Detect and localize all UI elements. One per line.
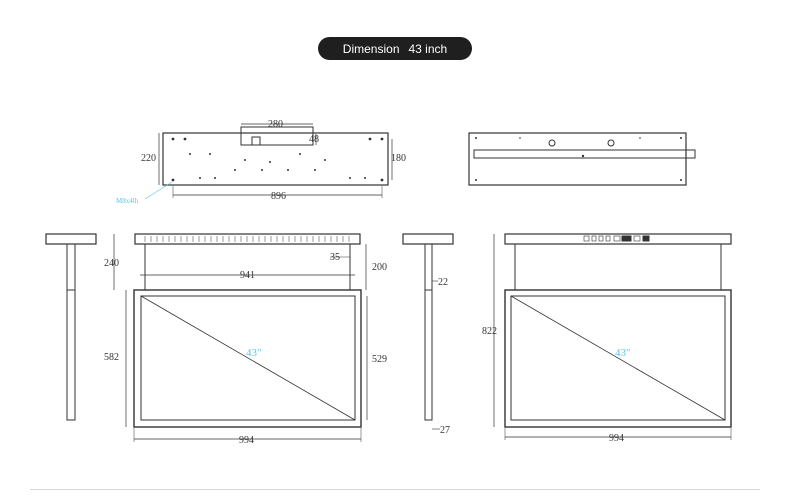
dim-180: 180: [391, 153, 406, 164]
top-view: 280 48 220 180 896 M8x4lh: [116, 119, 406, 205]
dim-529: 529: [372, 354, 387, 365]
rear-view: 43" 822 994: [482, 233, 732, 444]
front-view: 43" 240 582 35 200 941 529 994: [104, 233, 387, 446]
front-top-rail: [134, 233, 361, 245]
dim-994-rear: 994: [609, 433, 624, 444]
dimension-size: 43 inch: [408, 41, 448, 56]
right-side-upper-post: [424, 243, 433, 291]
dim-280: 280: [268, 119, 283, 130]
rear-screen-diagonal: [510, 295, 726, 421]
rear-screen-frame: [504, 289, 732, 428]
rear-top-rail: [504, 233, 732, 245]
rear-top-rail: [473, 149, 696, 159]
front-screen-diagonal: [140, 295, 356, 421]
rear-top-knob-right: [607, 139, 615, 147]
dim-220: 220: [141, 153, 156, 164]
front-screen-size: 43": [246, 347, 262, 359]
top-plate-holes: [171, 137, 384, 182]
right-side-profile: 22 27: [402, 233, 454, 436]
right-side-cap: [402, 233, 454, 245]
left-side-cap: [45, 233, 97, 245]
rear-top-outline: [468, 132, 687, 186]
left-side-profile: [45, 233, 97, 421]
top-plate-bracket: [240, 126, 314, 146]
dim-941: 941: [240, 270, 255, 281]
dim-27: 27: [440, 425, 450, 436]
rear-top-view: [468, 132, 696, 186]
callout-label: M8x4lh: [116, 197, 139, 205]
dimension-label: Dimension: [342, 41, 400, 56]
top-plate-connector: [251, 136, 261, 146]
front-screen-frame: [133, 289, 362, 428]
front-screen-panel: [140, 295, 356, 421]
rear-screen-size: 43": [615, 347, 631, 359]
dim-200: 200: [372, 262, 387, 273]
dim-896: 896: [271, 191, 286, 202]
rear-top-knob-left: [548, 139, 556, 147]
bottom-divider: [30, 489, 760, 490]
dim-822: 822: [482, 326, 497, 337]
rear-screen-panel: [510, 295, 726, 421]
dim-240: 240: [104, 258, 119, 269]
dimension-badge: Dimension 43 inch: [318, 37, 472, 60]
dim-582: 582: [104, 352, 119, 363]
dim-48: 48: [309, 134, 319, 145]
rear-io-ports: [583, 235, 650, 242]
left-side-upper-post: [66, 243, 76, 291]
left-side-lower-post: [66, 289, 76, 421]
top-plate-outline: [162, 132, 389, 186]
right-side-lower-post: [424, 289, 433, 421]
dim-35: 35: [330, 252, 340, 263]
dim-22: 22: [438, 277, 448, 288]
dim-994-front: 994: [239, 435, 254, 446]
front-rail-vents: [144, 236, 350, 242]
